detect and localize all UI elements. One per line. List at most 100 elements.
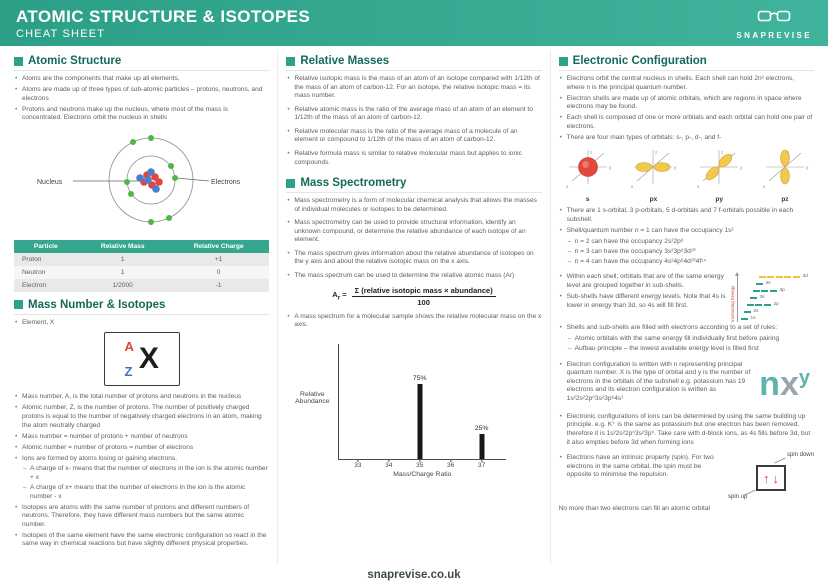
subshell-row: Within each shell, orbitals that are of …	[559, 271, 814, 323]
sub-bullet: Aufbau principle – the lowest available …	[567, 345, 814, 354]
brand-name: SNAPREVISE	[736, 30, 812, 40]
section-square-icon	[286, 178, 296, 188]
bullet-text: Ions are formed by atoms losing or gaini…	[22, 454, 178, 462]
pz-orbital-diagram: z y x pz	[758, 147, 812, 203]
y-axis-label: y	[674, 165, 677, 170]
bullet: Mass spectrometry can be used to provide…	[286, 219, 541, 245]
increasing-energy-label: Increasing Energy	[729, 286, 735, 323]
ion-configuration-bullet: Electronic configurations of ions can be…	[559, 413, 814, 447]
s-orbital-diagram: z y x s	[561, 147, 615, 203]
bullet: Atomic number, Z, is the number of proto…	[14, 404, 269, 430]
formula-fraction: Σ (relative isotopic mass × abundance) 1…	[351, 286, 496, 307]
relative-masses-bullets: Relative isotopic mass is the mass of an…	[286, 75, 541, 167]
y-axis-label: y	[806, 165, 809, 170]
notation-bullet: Electron configuration is written with n…	[559, 361, 754, 406]
subshell-bullets: Within each shell, orbitals that are of …	[559, 273, 728, 317]
bullet: Mass number = number of protons + number…	[14, 433, 269, 442]
cell: 0	[167, 265, 270, 279]
z-axis-label: z	[655, 150, 658, 155]
bullet: Electron configuration is written with n…	[559, 361, 754, 404]
z-axis-label: z	[590, 150, 593, 155]
spin-diagram: spin down ↑ ↓ spin up	[726, 452, 814, 502]
orbital-box: ↑ ↓	[755, 465, 786, 492]
cell: Electron	[14, 278, 78, 292]
section-heading: Relative Masses	[300, 55, 390, 67]
atom-diagram: Nucleus Electrons	[14, 128, 269, 237]
cell: +1	[167, 252, 270, 266]
x-axis-label: x	[763, 184, 766, 189]
table-row: Electron 1/2000 -1	[14, 278, 270, 292]
electronic-configuration-bullets-1: Electrons orbit the central nucleus in s…	[559, 75, 814, 142]
sub-bullet: A charge of x- means that the number of …	[22, 465, 269, 482]
section-mass-number-title: Mass Number & Isotopes	[14, 298, 270, 315]
bullet: Isotopes are atoms with the same number …	[14, 504, 269, 530]
ar-formula: Ar = Σ (relative isotopic mass × abundan…	[286, 286, 541, 307]
glasses-icon	[757, 10, 791, 21]
column-header: Relative Charge	[167, 239, 270, 253]
header-titles: ATOMIC STRUCTURE & ISOTOPES CHEAT SHEET	[16, 7, 310, 40]
section-mass-spectrometry-title: Mass Spectrometry	[286, 177, 542, 194]
bullet: Element, X	[14, 319, 269, 328]
n-symbol: n	[759, 364, 780, 403]
y-axis-label: y	[740, 165, 743, 170]
bullet: Electronic configurations of ions can be…	[559, 413, 814, 447]
sub-bullet: n = 2 can have the occupancy 2s²2p⁶	[567, 238, 814, 247]
occupancy-sub-bullets: n = 2 can have the occupancy 2s²2p⁶ n = …	[567, 238, 814, 267]
formula-denominator: 100	[417, 297, 430, 307]
particle-table: Particle Relative Mass Relative Charge P…	[14, 239, 270, 292]
spin-bullet: Electrons have an intrinsic property (sp…	[559, 454, 726, 497]
mass-number-bullets: Mass number, A, is the total number of p…	[14, 393, 269, 549]
isotope-notation-box: A Z X	[103, 332, 180, 387]
mass-spectrometry-last-bullet: A mass spectrum for a molecular sample s…	[286, 313, 541, 330]
bullet: Ions are formed by atoms losing or gaini…	[14, 455, 269, 501]
page-title: ATOMIC STRUCTURE & ISOTOPES	[16, 6, 311, 26]
orbital-label: py	[715, 196, 723, 204]
notation-row: Electron configuration is written with n…	[559, 359, 814, 411]
x-symbol: x	[779, 364, 799, 403]
section-heading: Mass Number & Isotopes	[28, 298, 166, 311]
bullet: Protons and neutrons make up the nucleus…	[14, 106, 269, 123]
equals-sign: =	[342, 290, 347, 300]
bullet: Atoms are made up of three types of sub-…	[14, 86, 269, 103]
bullet: Relative molecular mass is the ratio of …	[286, 128, 541, 145]
bullet: Shell/quantum number n = 1 can have the …	[559, 227, 814, 266]
section-atomic-structure-title: Atomic Structure	[14, 55, 270, 71]
element-bullet: Element, X	[14, 319, 269, 328]
spin-up-label: spin up	[727, 494, 748, 501]
rules-sub-bullets: Atomic orbitals with the same energy fil…	[567, 335, 814, 354]
page-subtitle: CHEAT SHEET	[16, 27, 106, 40]
column-3: Electronic Configuration Electrons orbit…	[549, 50, 822, 564]
formula-subscript: r	[337, 294, 341, 302]
orbital-label: s	[585, 196, 590, 204]
bullet: Mass number, A, is the total number of p…	[14, 393, 269, 402]
bullet: A mass spectrum for a molecular sample s…	[286, 313, 541, 330]
x-axis-label: Mass/Charge Ratio	[393, 470, 452, 478]
bullet: Relative atomic mass is the ratio of the…	[286, 106, 541, 123]
brand-logo: SNAPREVISE	[736, 7, 812, 40]
bullet: Within each shell, orbitals that are of …	[559, 273, 728, 290]
nxy-notation-graphic: nxy	[753, 359, 814, 411]
cell: Neutron	[14, 265, 78, 279]
bullet: Relative formula mass is similar to rela…	[286, 150, 541, 167]
sub-bullet: n = 3 can have the occupancy 3s²3p⁶3d¹⁰	[567, 248, 814, 257]
section-square-icon	[558, 56, 568, 66]
cell: 1/2000	[77, 278, 168, 292]
section-heading: Atomic Structure	[28, 55, 122, 67]
x-axis-label: x	[631, 184, 634, 189]
electronic-configuration-bullets-2: There are 1 s-orbital, 3 p-orbitals, 5 d…	[559, 207, 814, 266]
filling-rules-bullets: Shells and sub-shells are filled with el…	[559, 324, 814, 353]
orbital-label: pz	[781, 196, 789, 204]
spin-down-pointer-line	[774, 457, 786, 464]
px-orbital-diagram: z y x px	[626, 147, 680, 203]
section-electronic-configuration-title: Electronic Configuration	[558, 55, 814, 71]
column-2: Relative Masses Relative isotopic mass i…	[277, 50, 549, 564]
website-url: snaprevise.co.uk	[367, 569, 461, 581]
bullet-text: Shells and sub-shells are filled with el…	[566, 324, 778, 332]
x-axis-label: x	[697, 184, 700, 189]
bullet: Electron shells are made up of atomic or…	[559, 95, 814, 112]
bullet: There are four main types of orbitals: s…	[559, 134, 814, 143]
column-header: Particle	[14, 239, 78, 253]
sub-bullet: n = 4 can have the occupancy 4s²4p⁶4d¹⁰4…	[567, 258, 814, 267]
